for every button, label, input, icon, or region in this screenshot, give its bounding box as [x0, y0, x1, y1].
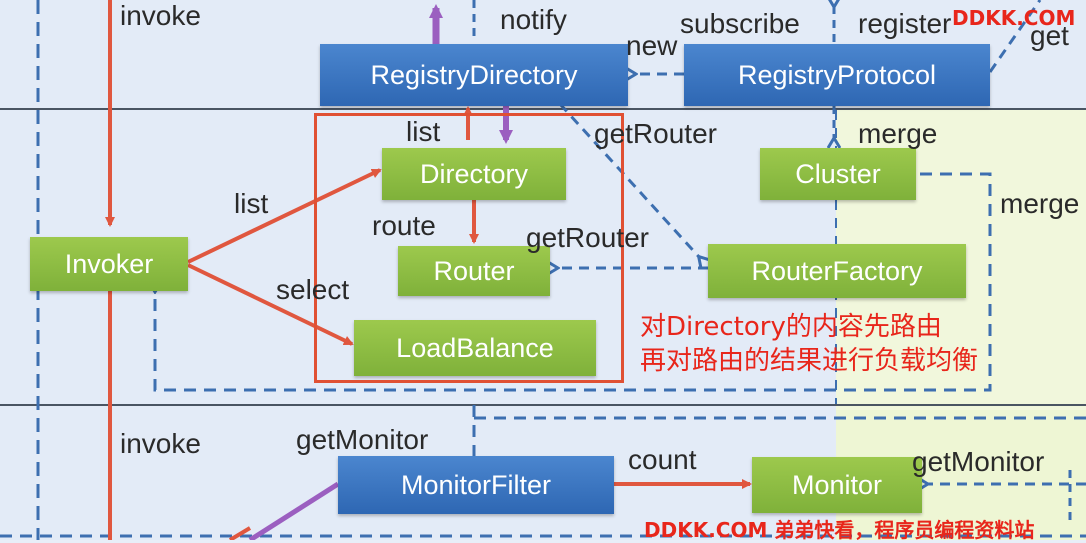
monitor-filter-label: MonitorFilter: [400, 469, 552, 500]
annotation-line-1: 对Directory的内容先路由: [640, 312, 942, 342]
label-count: count: [628, 444, 697, 475]
directory-label: Directory: [419, 158, 528, 189]
registry-protocol-label: RegistryProtocol: [737, 59, 937, 90]
router-factory-node: RouterFactory: [708, 244, 966, 298]
label-list-left: list: [234, 188, 269, 219]
invoker-node: Invoker: [30, 237, 188, 291]
label-invoke-top: invoke: [120, 0, 201, 31]
watermark-bottom: DDKK.COM 弟弟快看，程序员编程资料站: [644, 518, 1035, 542]
label-new: new: [626, 30, 678, 61]
highlight-box: [314, 113, 624, 383]
monitor-label: Monitor: [791, 469, 883, 500]
router-factory-label: RouterFactory: [751, 255, 923, 286]
load-balance-label: LoadBalance: [396, 332, 554, 363]
monitor-node: Monitor: [752, 457, 922, 513]
label-route: route: [372, 210, 436, 241]
label-get-router-top: getRouter: [594, 118, 717, 149]
label-get-monitor-right: getMonitor: [912, 446, 1045, 477]
registry-directory-label: RegistryDirectory: [370, 59, 578, 90]
cluster-node: Cluster: [760, 148, 916, 200]
label-invoke-bottom: invoke: [120, 428, 201, 459]
cluster-label: Cluster: [795, 158, 881, 189]
label-list-top: list: [406, 116, 441, 147]
watermark-top: DDKK.COM: [952, 6, 1076, 30]
label-merge-top: merge: [858, 118, 938, 149]
label-notify: notify: [500, 4, 567, 35]
invoker-label: Invoker: [64, 248, 154, 279]
label-subscribe: subscribe: [680, 8, 800, 39]
label-get-cut: get: [1030, 20, 1069, 51]
label-select: select: [276, 274, 350, 305]
label-get-monitor-left: getMonitor: [296, 424, 429, 455]
registry-directory-node: RegistryDirectory: [320, 44, 628, 106]
label-get-router-mid: getRouter: [526, 222, 649, 253]
registry-protocol-node: RegistryProtocol: [684, 44, 990, 106]
label-register: register: [858, 8, 952, 39]
annotation-line-2: 再对路由的结果进行负载均衡: [640, 346, 979, 376]
label-merge-right: merge: [1000, 188, 1080, 219]
load-balance-node: LoadBalance: [354, 320, 596, 376]
router-label: Router: [433, 255, 515, 286]
monitor-filter-node: MonitorFilter: [338, 456, 614, 514]
layer-divider-2: [0, 404, 1086, 406]
router-node: Router: [398, 246, 550, 296]
directory-node: Directory: [382, 148, 566, 200]
layer-divider-1: [0, 108, 1086, 110]
